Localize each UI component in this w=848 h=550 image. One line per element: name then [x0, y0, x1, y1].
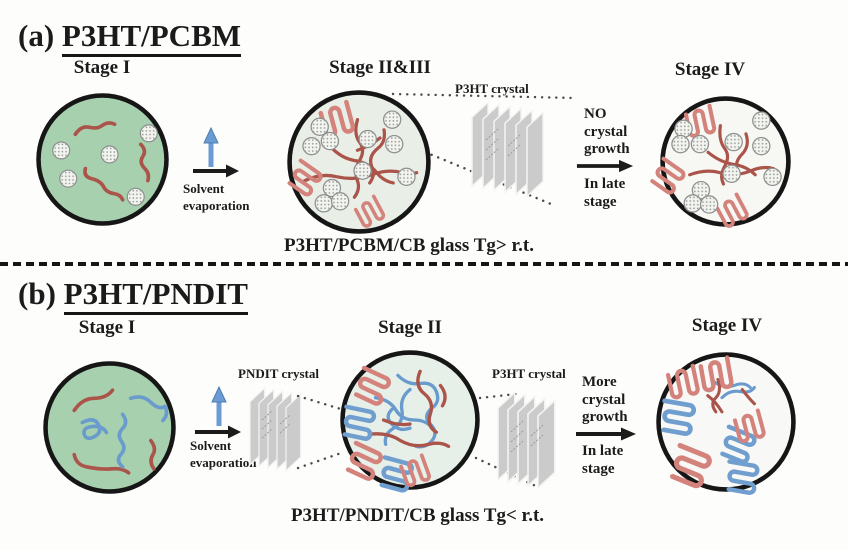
stage1-solution-a [36, 93, 169, 226]
stage-label-b4: Stage IV [691, 315, 763, 336]
stage-label-a1: Stage I [73, 57, 131, 78]
callout-dots-a [391, 92, 577, 206]
stage23-glass-a [286, 90, 431, 234]
growth-note-bottom-a: In late stage [584, 176, 626, 210]
stage1-solution-b [43, 361, 176, 494]
growth-arrow-icon-a [576, 159, 634, 173]
solvent-note-a: Solvent evaporation [183, 181, 250, 213]
growth-arrow-icon-b [576, 427, 636, 441]
growth-note-bottom-b: In late stage [582, 443, 624, 477]
dashed-divider [0, 262, 848, 266]
right-arrow-icon-b [195, 425, 241, 439]
growth-note-top-a: NO crystal growth [584, 106, 630, 158]
stage4-film-a [659, 96, 791, 230]
panel-b-title: (b) P3HT/PNDIT [18, 276, 248, 315]
stage-label-b2: Stage II [378, 317, 442, 338]
crystal-label-a: P3HT crystal [455, 81, 529, 96]
growth-note-top-b: More crystal growth [582, 374, 628, 426]
panel-b-index: (b) [18, 276, 56, 311]
stage2-glass-b [339, 350, 480, 491]
pcbm-sphere [52, 141, 71, 160]
panel-a-compound: P3HT/PCBM [61, 18, 242, 57]
crystal-stack-a [471, 101, 544, 197]
panel-b-compound: P3HT/PNDIT [63, 276, 248, 315]
caption-a: P3HT/PCBM/CB glass Tg> r.t. [284, 235, 534, 256]
up-arrow-icon-b [211, 385, 227, 426]
solvent-note-b: Solvent evaporation [190, 438, 257, 470]
panel-a-title: (a) P3HT/PCBM [18, 18, 242, 57]
stage4-film-b [656, 352, 796, 493]
stage-label-a4: Stage IV [674, 59, 746, 80]
crystal-stack-b-left [249, 387, 302, 472]
crystal-label-b-left: PNDIT crystal [238, 366, 320, 381]
callout-dots-b-left [296, 394, 346, 470]
stage-label-a23: Stage II&III [329, 57, 431, 78]
crystal-label-b-right: P3HT crystal [492, 366, 566, 381]
stage-label-b1: Stage I [78, 317, 136, 338]
crystal-stack-b-right [497, 391, 556, 489]
up-arrow-icon-a [203, 126, 219, 167]
right-arrow-icon-a [193, 164, 239, 178]
panel-a-index: (a) [18, 18, 55, 53]
caption-b: P3HT/PNDIT/CB glass Tg< r.t. [290, 505, 545, 526]
